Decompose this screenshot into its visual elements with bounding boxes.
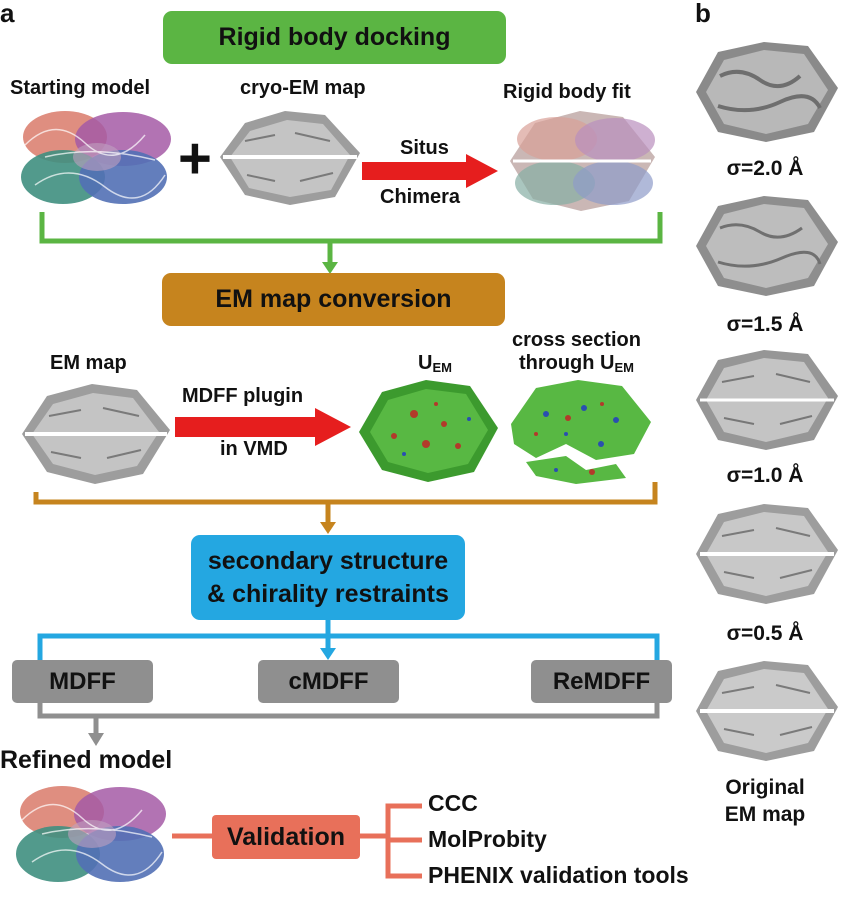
rigid-body-docking-title: Rigid body docking: [218, 23, 451, 51]
sigma-label-4: σ=0.5 Å: [726, 622, 804, 645]
panel-b-label: b: [695, 0, 711, 28]
panel-a-label: a: [0, 0, 15, 28]
original-em-map-label: Original EM map: [724, 776, 806, 826]
chimera-label: Chimera: [380, 186, 461, 208]
original-em-map-image: [690, 655, 842, 767]
uem-label: UEM: [418, 352, 452, 375]
situs-chimera-arrow: [362, 154, 500, 188]
cryo-em-map-image: [215, 105, 365, 210]
orange-bracket: [33, 482, 658, 534]
refined-model-label: Refined model: [0, 746, 173, 774]
situs-label: Situs: [400, 137, 449, 159]
restraints-title-line1: secondary structure: [207, 546, 449, 575]
restraints-box: secondary structure & chirality restrain…: [191, 535, 465, 620]
remdff-box: ReMDFF: [531, 660, 672, 703]
gray-bracket: [37, 703, 660, 746]
sigma-0.5-map-image: [690, 498, 842, 610]
mdff-label: MDFF: [49, 667, 116, 695]
validation-item-ccc: CCC: [428, 790, 478, 816]
restraints-title-line2: & chirality restraints: [207, 579, 449, 608]
mdff-box: MDFF: [12, 660, 153, 703]
cmdff-label: cMDFF: [288, 667, 369, 695]
validation-label: Validation: [226, 822, 346, 851]
mdff-plugin-label: MDFF plugin: [182, 385, 304, 407]
mdff-plugin-arrow: [175, 408, 353, 446]
em-map-label: EM map: [50, 352, 127, 374]
plus-sign: +: [178, 126, 212, 191]
sigma-1.0-map-image: [690, 344, 842, 456]
em-map-conversion-title: EM map conversion: [215, 285, 452, 313]
cross-section-label: cross section through UEM: [512, 329, 641, 375]
validation-box: Validation: [212, 815, 360, 859]
uem-green-map-image: [354, 374, 502, 488]
rigid-body-fit-label: Rigid body fit: [503, 81, 631, 103]
validation-connectors: [172, 803, 422, 879]
sigma-label-2: σ=1.5 Å: [726, 313, 804, 336]
sigma-2.0-map-image: [690, 36, 842, 148]
starting-model-label: Starting model: [10, 77, 151, 99]
refined-model-ribbon-image: [12, 780, 172, 888]
cross-section-map-image: [506, 374, 656, 488]
sigma-label-3: σ=1.0 Å: [726, 464, 804, 487]
cmdff-box: cMDFF: [258, 660, 399, 703]
sigma-label-1: σ=2.0 Å: [726, 157, 804, 180]
em-map-image: [17, 378, 175, 490]
cryo-em-map-label: cryo-EM map: [240, 77, 366, 99]
sigma-1.5-map-image: [690, 190, 842, 302]
rigid-body-fit-image: [505, 105, 660, 217]
remdff-label: ReMDFF: [552, 667, 651, 695]
starting-model-ribbon-image: [15, 105, 177, 210]
blue-bracket: [37, 620, 660, 662]
em-map-conversion-box: EM map conversion: [162, 273, 505, 326]
in-vmd-label: in VMD: [220, 438, 288, 460]
validation-item-phenix: PHENIX validation tools: [428, 862, 689, 888]
validation-item-molprobity: MolProbity: [428, 826, 547, 852]
green-bracket: [39, 212, 663, 274]
rigid-body-docking-box: Rigid body docking: [163, 11, 506, 64]
